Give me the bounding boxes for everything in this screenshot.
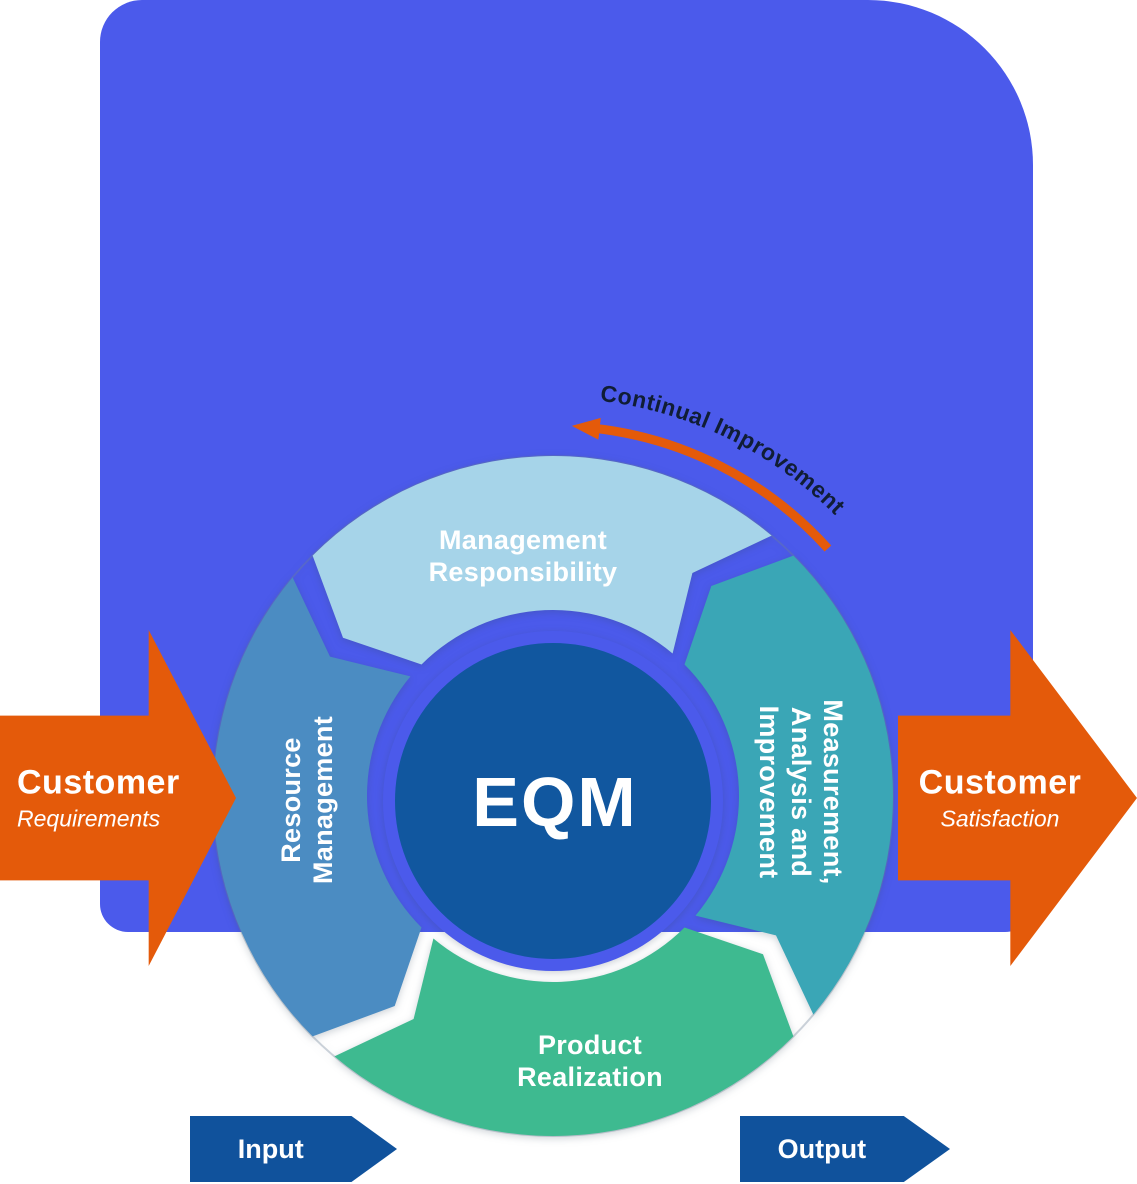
segment-product-realization xyxy=(334,927,794,1136)
segment-resource-management xyxy=(213,577,422,1037)
label-management-responsibility: Management Responsibility xyxy=(428,525,618,587)
process-wheel: Management Responsibility Measurement, A… xyxy=(211,454,895,1138)
customer-satisfaction-title: Customer xyxy=(918,763,1082,802)
customer-requirements-text: Customer Requirements xyxy=(17,764,180,833)
input-label: Input xyxy=(237,1133,304,1164)
customer-satisfaction-subtitle: Satisfaction xyxy=(940,805,1060,832)
customer-requirements-title: Customer xyxy=(17,763,180,802)
customer-requirements-subtitle: Requirements xyxy=(17,805,161,832)
input-arrow: Input xyxy=(190,1116,397,1182)
output-arrow: Output xyxy=(740,1116,950,1182)
label-product-realization: Product Realization xyxy=(517,1030,663,1092)
eqm-center-circle xyxy=(383,631,723,971)
label-resource-management: Resource Management xyxy=(276,715,338,885)
label-measurement-analysis-improvement: Measurement, Analysis and Improvement xyxy=(754,699,848,885)
customer-satisfaction-text: Customer Satisfaction xyxy=(912,764,1088,833)
output-label: Output xyxy=(777,1133,867,1164)
label-eqm: EQM xyxy=(472,763,638,841)
segment-measurement-analysis-improvement xyxy=(684,555,893,1015)
